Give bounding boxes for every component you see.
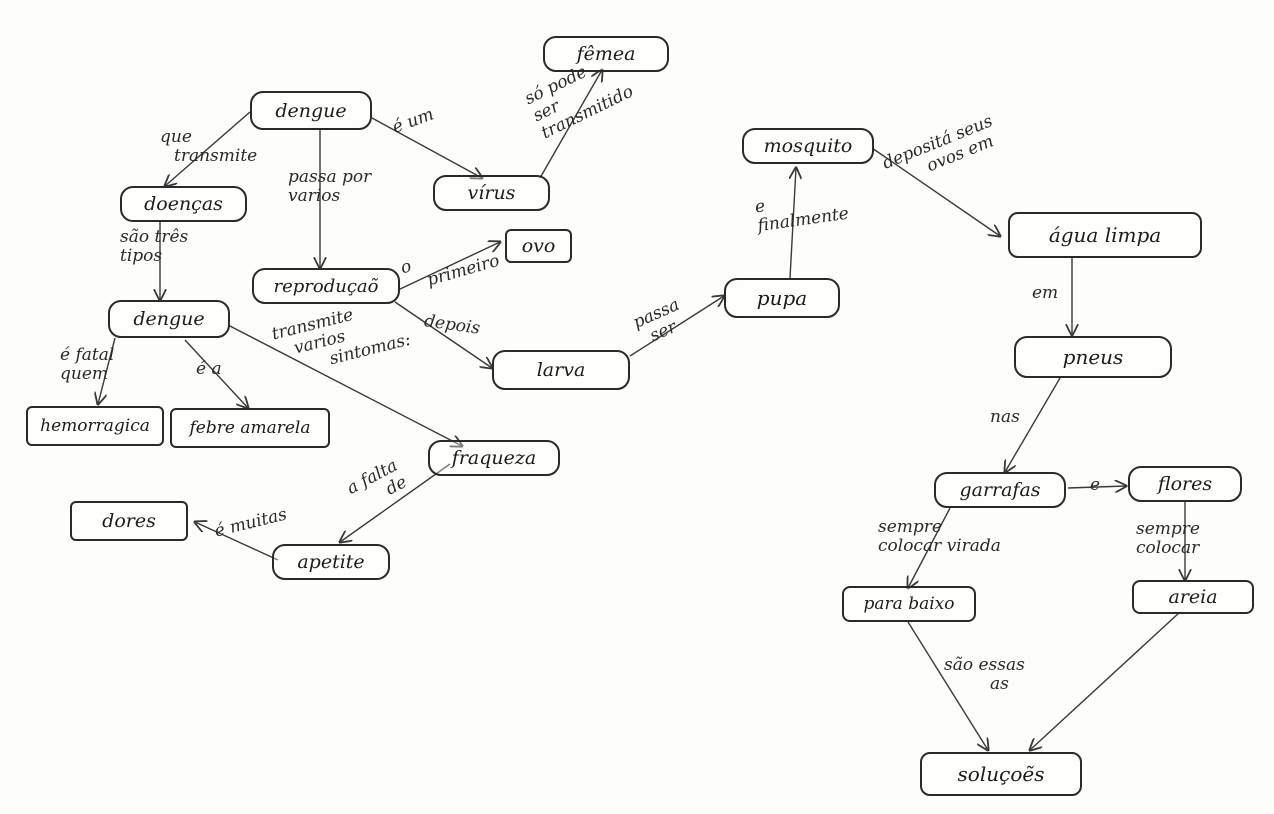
edge-dengue-doencas [165, 111, 251, 186]
node-dengue-top: dengue [250, 91, 372, 130]
link-e-fatal: é fatal quem [60, 345, 115, 384]
link-passa-por: passa por varios [288, 167, 372, 206]
edge-reproducao-larva [394, 301, 492, 368]
link-sempre-colocar-virada: sempre colocar virada [878, 517, 1001, 556]
node-garrafas: garrafas [934, 472, 1066, 508]
node-areia: areia [1132, 580, 1254, 614]
edge-virus-femea [539, 70, 602, 179]
link-que-transmite: que transmite [160, 127, 258, 166]
edge-garrafas-parabaixo [908, 507, 951, 588]
link-e-conj: e [1090, 475, 1101, 495]
node-apetite: apetite [272, 544, 390, 580]
edge-pupa-mosquito [790, 168, 796, 279]
edge-garrafas-flores [1067, 486, 1126, 488]
node-mosquito: mosquito [742, 128, 874, 164]
node-ovo: ovo [505, 229, 572, 263]
edge-dengue-hemorragica [98, 337, 116, 404]
edge-larva-pupa [629, 296, 724, 357]
node-pneus: pneus [1014, 336, 1172, 378]
node-dengue-mid: dengue [108, 300, 230, 338]
edge-fraqueza-apetite [340, 463, 451, 542]
link-sempre-colocar: sempre colocar [1136, 519, 1200, 558]
node-doencas: doenças [120, 186, 247, 222]
node-virus: vírus [433, 175, 550, 211]
edge-pneus-garrafas [1005, 377, 1061, 472]
link-nas: nas [990, 407, 1020, 427]
node-para-baixo: para baixo [842, 586, 976, 622]
node-pupa: pupa [724, 278, 840, 318]
link-sao-tres: são três tipos [120, 227, 189, 266]
node-dores: dores [70, 501, 188, 541]
edge-reproducao-ovo [397, 242, 500, 291]
edge-apetite-dores [195, 522, 279, 561]
node-reproducao: reproduçaõ [252, 268, 400, 304]
edge-dengue-febre [184, 339, 248, 408]
edge-dengue-virus [371, 117, 482, 178]
link-e-a: é a [196, 359, 222, 379]
edge-mosquito-agua [871, 147, 1000, 236]
edge-areia-solucoes [1030, 611, 1181, 750]
node-febre-amarela: febre amarela [170, 408, 330, 448]
node-femea: fêmea [543, 36, 669, 72]
node-larva: larva [492, 350, 630, 390]
edge-dengue-fraqueza [227, 324, 462, 446]
node-flores: flores [1128, 466, 1242, 502]
edge-parabaixo-solucoes [907, 621, 988, 750]
link-sao-essas: são essas as [944, 655, 1025, 694]
node-solucoes: soluçoẽs [920, 752, 1082, 796]
link-em: em [1032, 283, 1059, 303]
node-hemorragica: hemorragica [26, 406, 164, 446]
node-agua-limpa: água limpa [1008, 212, 1202, 258]
node-fraqueza: fraqueza [428, 440, 560, 476]
